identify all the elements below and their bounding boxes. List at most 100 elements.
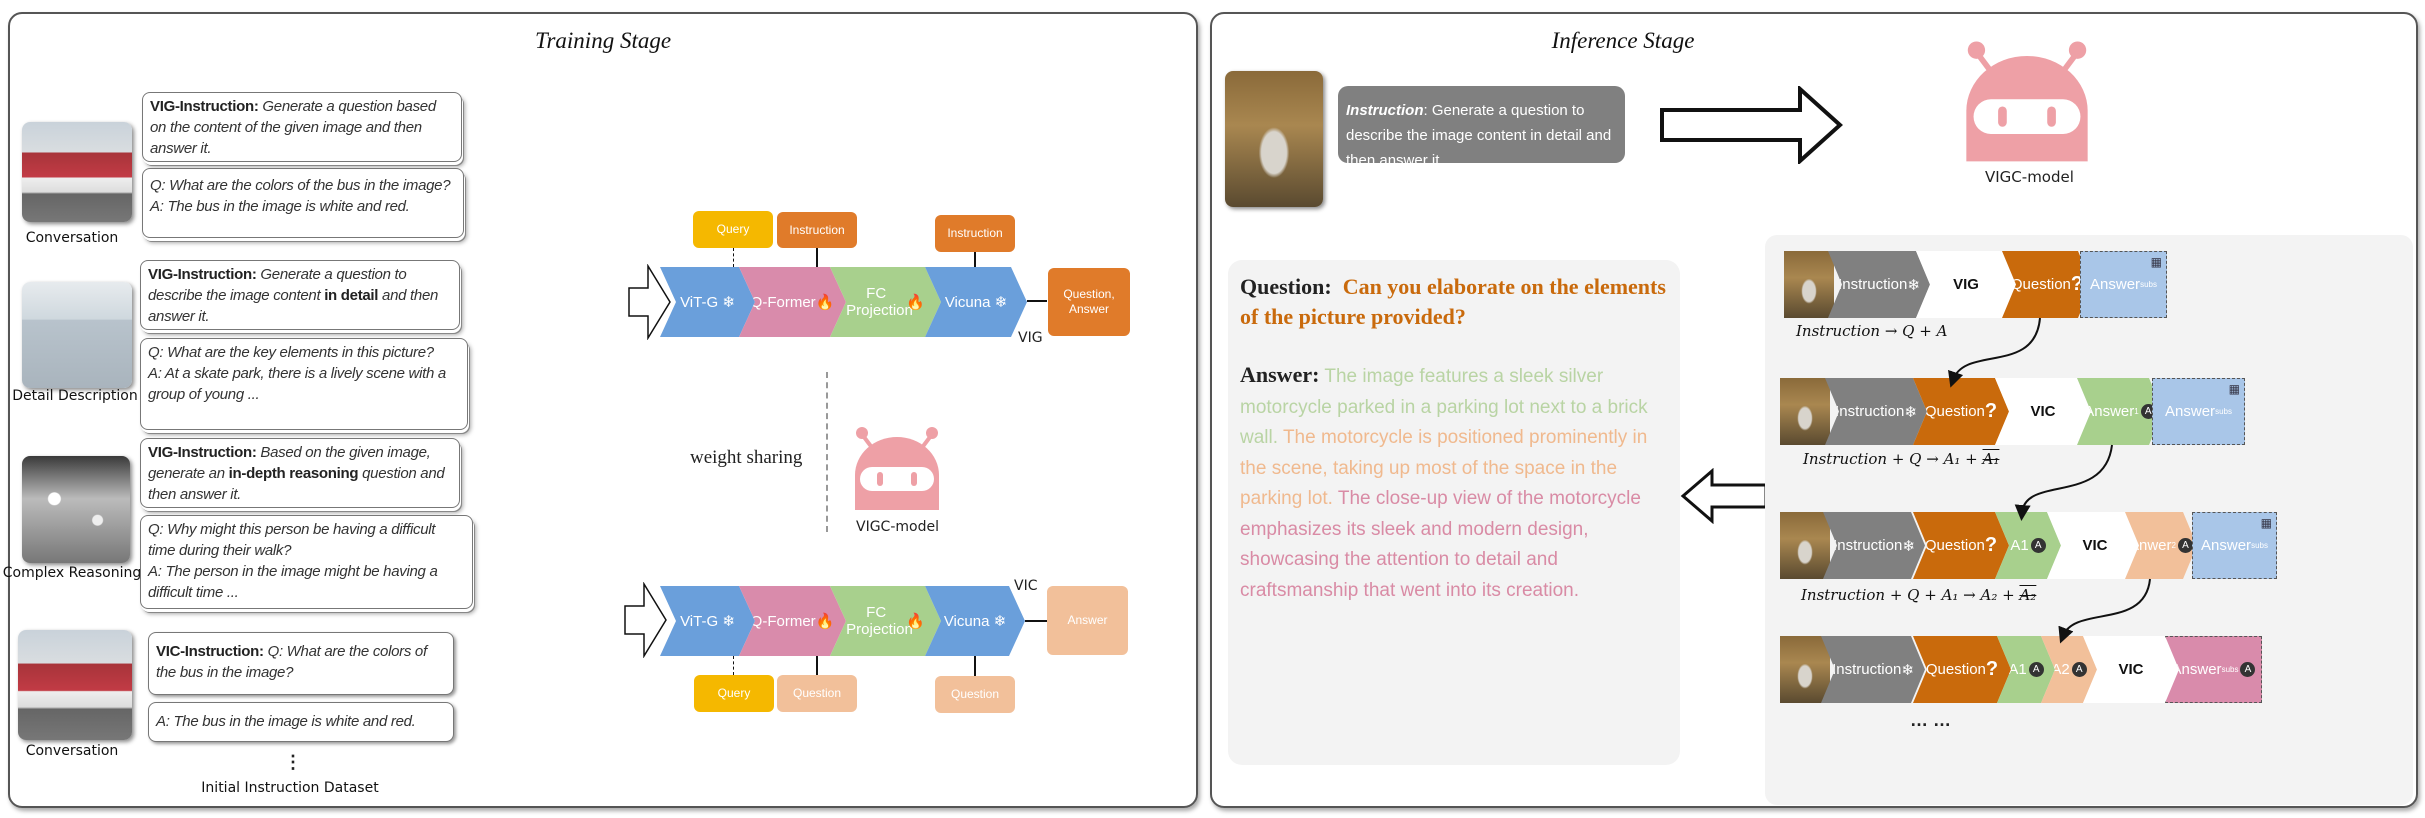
vic-segment: VIC xyxy=(2047,512,2143,579)
snowflake-icon: ❄ xyxy=(722,293,735,311)
fire-icon: 🔥 xyxy=(906,612,925,630)
answer-badge-icon: A xyxy=(2031,538,2046,553)
answer-part-2: The motorcycle is positioned prominently… xyxy=(1240,427,1648,509)
question-text: Q: Why might this person be having a dif… xyxy=(148,521,436,559)
fire-icon: 🔥 xyxy=(906,293,925,311)
vicuna-stage: Vicuna ❄ xyxy=(925,586,1025,656)
connector xyxy=(733,656,734,675)
vic-output-box: Answer xyxy=(1047,586,1128,655)
inference-stage-title: Inference Stage xyxy=(1551,28,1695,53)
output-arrow xyxy=(1025,620,1047,622)
query-box: Query xyxy=(694,675,774,712)
snowflake-icon: ❄ xyxy=(1904,403,1917,421)
qa-box: Q: What are the colors of the bus in the… xyxy=(142,168,464,238)
answer-text: A: The bus in the image is white and red… xyxy=(150,198,410,215)
answer-badge-icon: A xyxy=(2178,538,2193,553)
output-arrow xyxy=(1027,300,1047,302)
connector xyxy=(816,248,818,267)
motorcycle-image xyxy=(1225,71,1323,207)
sample-caption: Conversation xyxy=(25,743,119,759)
instruction-segment: Instruction❄ xyxy=(1828,251,1930,318)
query-box: Query xyxy=(693,211,773,248)
vig-instruction-box: VIG-Instruction: Based on the given imag… xyxy=(140,438,460,508)
fire-icon: 🔥 xyxy=(815,293,835,311)
instruction-box: Instruction xyxy=(935,215,1015,252)
vig-segment: VIG xyxy=(1916,251,2016,318)
instruction-prefix: VIG-Instruction: xyxy=(150,98,259,115)
rainy-street-image xyxy=(22,456,130,563)
snowflake-icon: ❄ xyxy=(993,612,1007,630)
vig-label: VIG xyxy=(1018,330,1043,346)
question-text: Q: What are the key elements in this pic… xyxy=(148,344,434,361)
instruction-bubble: Instruction: Generate a question to desc… xyxy=(1338,86,1625,169)
instruction-segment: Instruction❄ xyxy=(1823,512,1925,579)
q-former-stage: Q-Former🔥 xyxy=(739,267,846,337)
question-mark-icon: ? xyxy=(1984,534,1998,556)
motorcycle-thumb xyxy=(1784,251,1834,318)
answer-badge-icon: A xyxy=(2240,662,2256,677)
motorcycle-thumb xyxy=(1780,636,1830,703)
fc-projection-stage: FC Projection🔥 xyxy=(830,267,941,337)
answer-text: A: The bus in the image is white and red… xyxy=(156,713,416,730)
vicuna-stage: Vicuna ❄ xyxy=(925,267,1027,337)
answer-badge-icon: A xyxy=(2029,662,2044,677)
instruction-emphasis: in-depth reasoning xyxy=(228,465,359,482)
instruction-emphasis: in detail xyxy=(324,287,379,304)
answer-badge-icon: A xyxy=(2072,662,2087,677)
skate-park-image xyxy=(22,282,132,388)
instruction-text: and then answer it. xyxy=(148,287,439,325)
instruction-segment: Instruction❄ xyxy=(1821,636,1925,703)
answer-badge-icon: A xyxy=(2141,404,2156,419)
instruction-prefix: VIG-Instruction: xyxy=(148,444,257,461)
vic-segment: VIC xyxy=(1995,378,2091,445)
robot-icon xyxy=(852,425,942,515)
question-text: Can you elaborate on the elements of the… xyxy=(1240,274,1666,329)
flow-connectors xyxy=(1948,317,2151,644)
question-segment: Question? xyxy=(1913,636,2011,703)
vig-output-box: Question, Answer xyxy=(1048,268,1130,336)
snowflake-icon: ❄ xyxy=(722,612,735,630)
vic-instruction-box: VIC-Instruction: Q: What are the colors … xyxy=(148,632,454,695)
connector xyxy=(974,656,976,676)
answer-text: A: At a skate park, there is a lively sc… xyxy=(148,365,446,403)
answer-box: A: The bus in the image is white and red… xyxy=(148,702,454,742)
trash-icon: ▦ xyxy=(2260,516,2272,530)
sample-caption: Detail Description xyxy=(12,388,138,404)
snowflake-icon: ❄ xyxy=(994,293,1008,311)
bus-image xyxy=(18,630,132,740)
bus-image xyxy=(22,122,132,222)
answer-part-1: The image features a sleek silver motorc… xyxy=(1240,366,1648,448)
sample-caption: Conversation xyxy=(25,230,119,246)
snowflake-icon: ❄ xyxy=(1902,537,1915,555)
training-stage-title: Training Stage xyxy=(534,28,672,53)
fc-projection-stage: FC Projection🔥 xyxy=(830,586,941,656)
more-dots: ⋮ xyxy=(284,752,302,772)
motorcycle-thumb xyxy=(1780,512,1830,579)
q-former-stage: Q-Former🔥 xyxy=(739,586,846,656)
right-arrow-icon xyxy=(1660,86,1844,164)
qa-box: Q: What are the key elements in this pic… xyxy=(140,338,468,430)
question-mark-icon: ? xyxy=(1985,658,1999,680)
snowflake-icon: ❄ xyxy=(1907,276,1920,294)
question-text: Q: What are the colors of the bus in the… xyxy=(150,177,451,194)
fire-icon: 🔥 xyxy=(815,612,835,630)
input-arrow-icon xyxy=(628,264,672,340)
connector xyxy=(733,248,734,267)
formula: Instruction + Q + A₁ → A₂ + A₂ xyxy=(1801,586,2037,604)
instruction-text: question and then answer it. xyxy=(148,465,445,503)
sample-caption: Complex Reasoning xyxy=(2,565,142,581)
input-arrow-icon xyxy=(624,582,668,658)
robot-icon xyxy=(1962,38,2092,167)
question-box: Question xyxy=(935,676,1015,713)
snowflake-icon: ❄ xyxy=(1901,661,1914,679)
answer-text: A: The person in the image might be havi… xyxy=(148,563,438,601)
connector xyxy=(816,656,818,675)
model-name: VIGC-model xyxy=(856,519,939,535)
question-segment: Question? xyxy=(1913,512,2009,579)
dataset-label: Initial Instruction Dataset xyxy=(201,780,379,796)
